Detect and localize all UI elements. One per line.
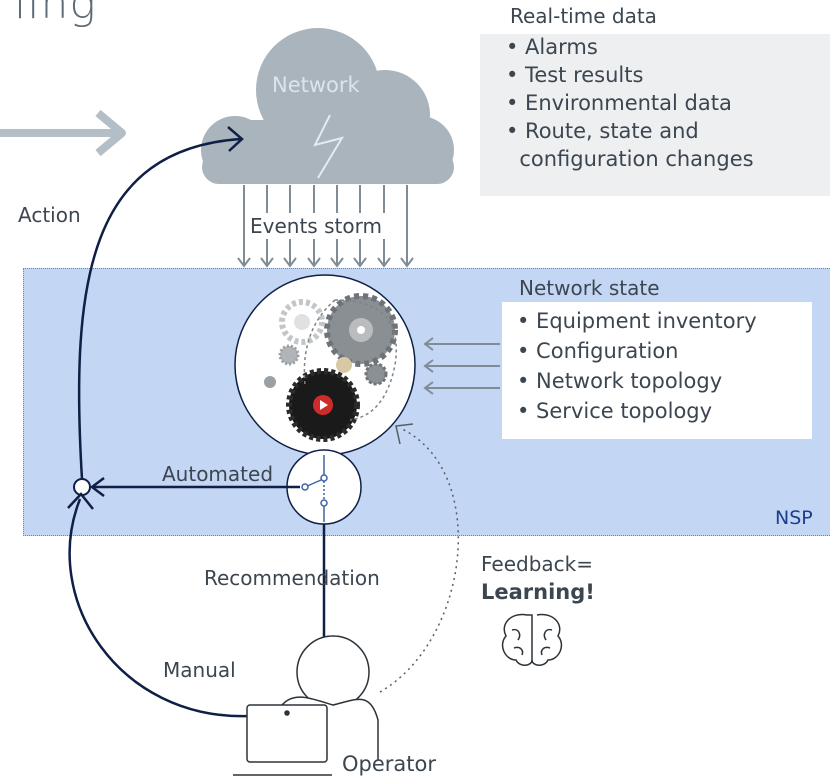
learning-label: Learning! [481,580,595,604]
list-item: configuration changes [506,147,754,171]
network-state-title: Network state [519,276,660,300]
page-title: ling [14,0,97,29]
feedback-label: Feedback= [481,552,594,576]
events-storm-label: Events storm [250,214,382,238]
real-time-data-title: Real-time data [510,4,657,28]
big-arrow-icon [0,109,126,157]
list-item: • Route, state and [506,119,699,143]
list-item: • Network topology [517,369,723,393]
action-arrowhead [227,126,244,152]
brain-icon [501,613,563,666]
cloud-icon [201,28,454,184]
network-state-arrows [423,337,500,395]
network-state-list: • Equipment inventory • Configuration • … [517,306,757,426]
feedback-arrowhead [395,423,414,445]
action-label: Action [18,203,81,227]
operator-icon [233,635,379,776]
manual-arrow [68,498,249,718]
list-item: • Equipment inventory [517,309,757,333]
manual-arrowhead [67,492,94,510]
manual-label: Manual [163,658,236,682]
feedback-arrow [379,427,460,693]
cloud-label: Network [272,73,361,97]
network-state-panel [502,302,812,439]
automated-label: Automated [162,462,274,486]
events-storm-bg [250,213,400,239]
recommendation-label: Recommendation [204,566,380,590]
list-item: • Test results [506,63,644,87]
list-item: • Configuration [517,339,679,363]
list-item: • Alarms [506,35,598,59]
real-time-data-panel [480,34,830,196]
junction-node [73,478,91,496]
automated-arrowhead [89,477,105,497]
action-arrow [77,137,241,480]
real-time-data-list: • Alarms • Test results • Environmental … [506,33,754,173]
operator-label: Operator [342,752,436,776]
list-item: • Environmental data [506,91,732,115]
lightning-icon [313,114,345,179]
gears-circle-icon [234,274,416,456]
list-item: • Service topology [517,399,713,423]
nsp-label: NSP [775,507,813,529]
